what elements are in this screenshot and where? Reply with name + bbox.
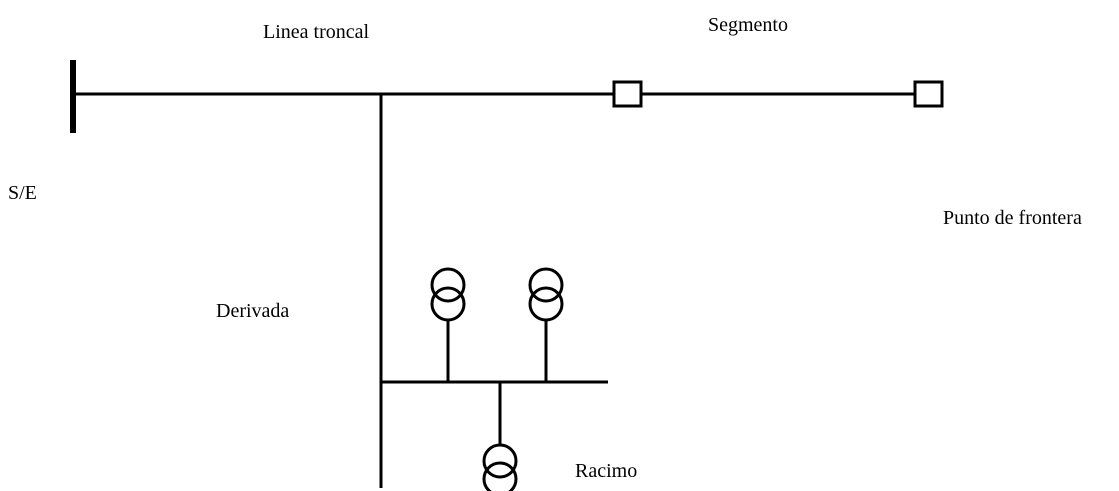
transformer-3-icon [482,443,518,491]
border-point-box [913,80,944,108]
segment-switch-box [612,80,643,108]
trunk-line-label: Linea troncal [263,21,370,43]
segment-label: Segmento [708,14,788,36]
branch-label: Derivada [216,300,290,322]
transformer-1-icon [430,267,466,322]
border-point-label: Punto de frontera [943,207,1082,229]
cluster-label: Racimo [575,460,638,482]
transformer-2-icon [528,267,564,322]
substation-label: S/E [8,182,37,204]
